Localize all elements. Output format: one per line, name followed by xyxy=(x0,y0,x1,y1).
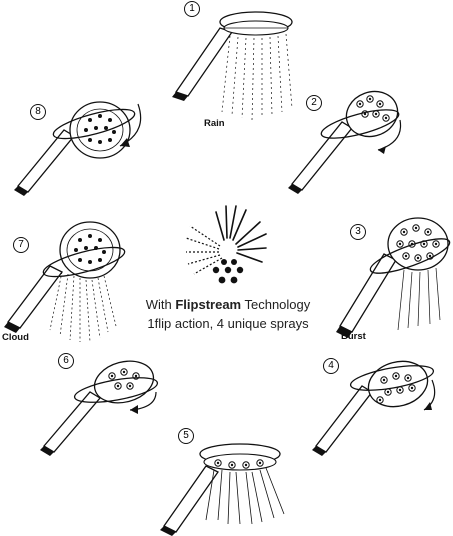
shower-head-step-6 xyxy=(40,360,159,456)
shower-head-step-2 xyxy=(288,90,402,194)
step-circle-1 xyxy=(184,1,200,17)
step-number-4: 4 xyxy=(328,360,334,371)
step-circle-7 xyxy=(13,237,29,253)
shower-head-rain xyxy=(172,11,293,121)
label-burst: Burst xyxy=(341,331,366,342)
shower-head-burst xyxy=(336,217,451,338)
step-circle-6 xyxy=(58,353,74,369)
step-circle-8 xyxy=(30,104,46,120)
step-number-6: 6 xyxy=(63,355,69,366)
shower-head-cloud xyxy=(4,221,126,343)
shower-head-step-5 xyxy=(160,443,285,536)
step-circle-2 xyxy=(306,95,322,111)
step-number-5: 5 xyxy=(183,430,189,441)
step-number-8: 8 xyxy=(35,106,41,117)
caption-prefix: With xyxy=(145,297,176,312)
caption-brand: Flipstream xyxy=(175,297,242,312)
label-rain: Rain xyxy=(204,118,225,129)
step-number-1: 1 xyxy=(189,3,195,14)
shower-head-step-4 xyxy=(312,360,436,456)
spray-modes-icon xyxy=(185,205,267,284)
step-circle-4 xyxy=(323,358,339,374)
caption-line-2: 1flip action, 4 unique sprays xyxy=(147,316,309,331)
label-cloud: Cloud xyxy=(2,332,29,343)
step-number-3: 3 xyxy=(355,226,361,237)
caption-suffix: Technology xyxy=(241,297,311,312)
step-circle-5 xyxy=(178,428,194,444)
caption-line-1: With Flipstream Technology xyxy=(128,297,328,312)
step-number-2: 2 xyxy=(311,97,317,108)
shower-head-step-8 xyxy=(14,101,142,196)
step-number-7: 7 xyxy=(18,239,24,250)
step-circle-3 xyxy=(350,224,366,240)
